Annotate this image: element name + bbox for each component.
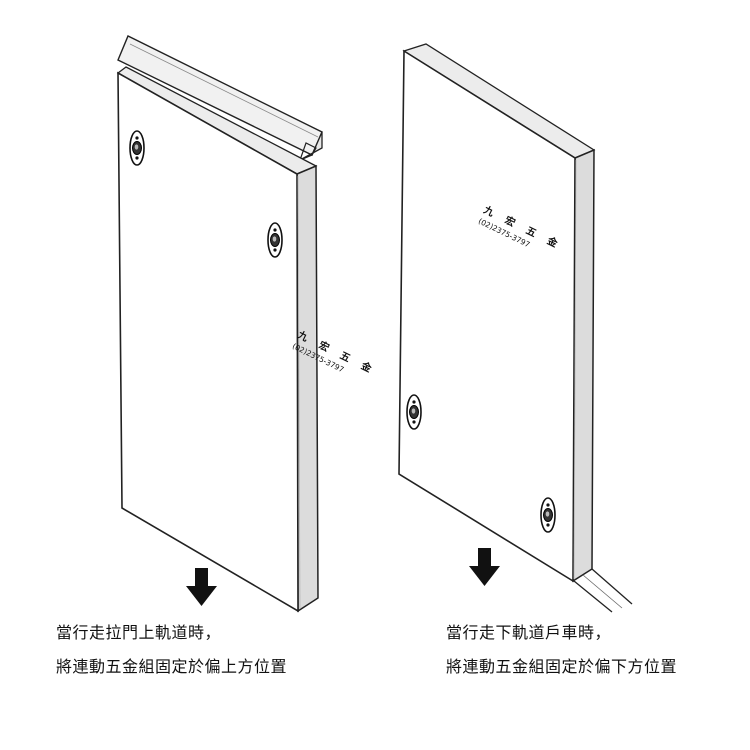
bottom-track — [573, 568, 633, 613]
left-door-assembly: 九 宏 五 金 (02)2375-3797 — [116, 35, 378, 613]
left-door-panel — [116, 66, 319, 613]
caption-left-line2: 將連動五金組固定於偏上方位置 — [56, 657, 288, 676]
wheel-hardware-icon — [267, 222, 283, 258]
wheel-hardware-icon — [540, 497, 556, 533]
caption-right-line1: 當行走下軌道戶車時， — [446, 623, 612, 642]
right-door-panel — [398, 43, 596, 583]
down-arrow-icon — [186, 568, 217, 606]
wheel-hardware-icon — [406, 394, 422, 430]
down-arrow-icon — [469, 548, 500, 586]
caption-left-line1: 當行走拉門上軌道時， — [56, 623, 222, 642]
right-door-assembly: 九 宏 五 金 (02)2375-3797 — [398, 43, 633, 613]
caption-right-line2: 將連動五金組固定於偏下方位置 — [446, 657, 678, 676]
wheel-hardware-icon — [129, 130, 145, 166]
top-rail — [117, 35, 323, 161]
caption-right: 當行走下軌道戶車時， 將連動五金組固定於偏下方位置 — [446, 622, 677, 690]
caption-left: 當行走拉門上軌道時， 將連動五金組固定於偏上方位置 — [56, 622, 287, 690]
